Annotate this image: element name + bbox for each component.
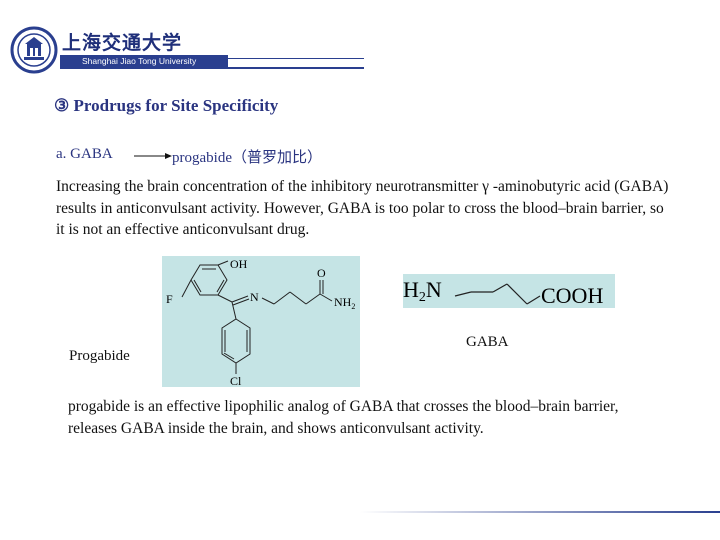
- header-divider-thin: [224, 58, 364, 59]
- intro-paragraph: Increasing the brain concentration of th…: [56, 178, 669, 238]
- footer-divider: [360, 511, 720, 513]
- gaba-h-text: H: [403, 277, 419, 302]
- gaba-subscript: 2: [419, 290, 426, 305]
- university-name-english: Shanghai Jiao Tong University: [60, 55, 228, 67]
- prodrug-relation-line: a. GABA progabide（普罗加比）: [56, 146, 322, 166]
- amide-subscript: 2: [351, 302, 355, 311]
- oxygen-atom-label: O: [317, 266, 326, 280]
- amide-nh-text: NH: [334, 295, 352, 309]
- oh-atom-label: OH: [230, 257, 248, 271]
- gaba-caption: GABA: [466, 334, 509, 350]
- header-divider: [60, 67, 364, 69]
- arrow-right-icon: [134, 153, 172, 159]
- university-seal-logo: [10, 26, 58, 79]
- gaba-structure: H2N COOH: [403, 274, 615, 308]
- amide-nh2-label: NH2: [334, 295, 355, 311]
- university-name-chinese: 上海交通大学: [62, 32, 183, 54]
- progabide-caption: Progabide: [69, 348, 130, 364]
- conclusion-paragraph: progabide is an effective lipophilic ana…: [68, 398, 619, 437]
- nitrogen-atom-label: N: [250, 290, 259, 304]
- slide-heading: ③ Prodrugs for Site Specificity: [54, 96, 279, 115]
- chlorine-atom-label: Cl: [230, 374, 242, 387]
- fluorine-atom-label: F: [166, 292, 173, 306]
- gaba-n-text: N: [426, 277, 442, 302]
- line-a-right-label: progabide（普罗加比）: [172, 150, 322, 166]
- gaba-carboxyl-label: COOH: [541, 283, 603, 308]
- progabide-structure: OH F N O NH2 Cl: [162, 256, 360, 388]
- gaba-amine-label: H2N: [403, 277, 442, 305]
- line-a-left-label: a. GABA: [56, 146, 113, 162]
